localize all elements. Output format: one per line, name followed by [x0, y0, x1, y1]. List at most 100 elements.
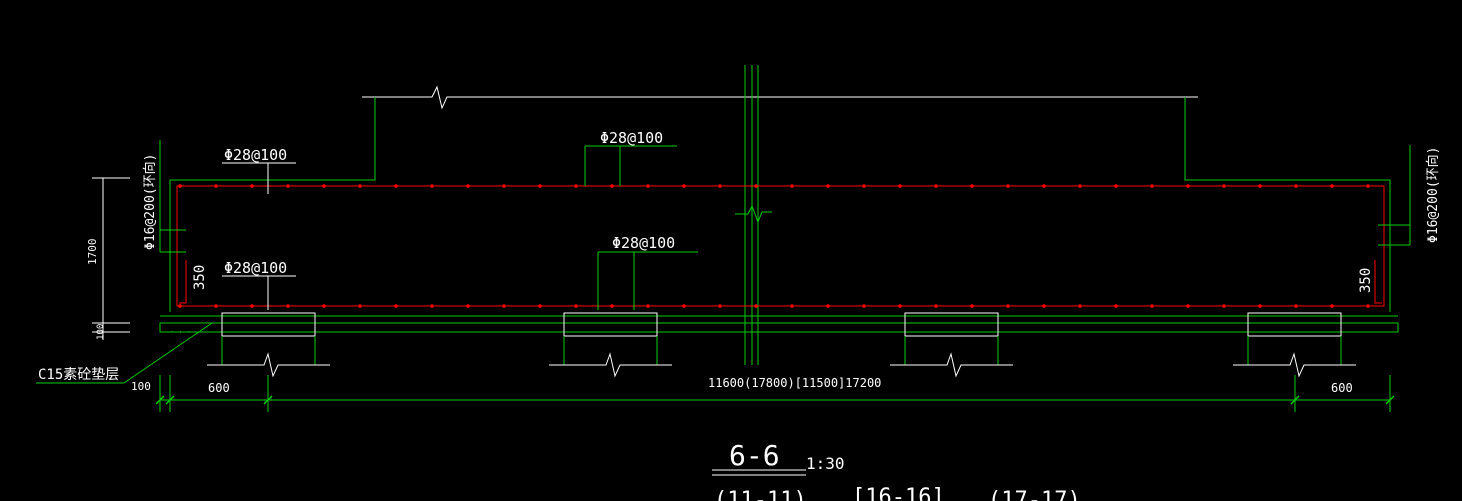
rebar-dot — [538, 304, 542, 308]
base-dim-label: 100 — [96, 324, 106, 340]
rebar-dot — [394, 304, 398, 308]
rebar-dot — [178, 304, 182, 308]
rebar-dot — [178, 184, 182, 188]
side-rebar-right-label: Φ16@200(环向) — [1425, 147, 1441, 243]
rebar-dot — [682, 304, 686, 308]
rebar-dot — [286, 304, 290, 308]
rebar-dot — [1294, 184, 1298, 188]
support-right — [1233, 312, 1356, 378]
leader-lines — [36, 140, 1411, 384]
support-left — [207, 312, 330, 378]
rebar-cage — [176, 185, 1385, 307]
rebar-dot — [1222, 304, 1226, 308]
rebar-dots — [178, 184, 1370, 308]
rebar-dot — [1150, 304, 1154, 308]
rebar-dot — [898, 184, 902, 188]
rebar-dot — [610, 304, 614, 308]
height-dim-label: 1700 — [86, 239, 99, 266]
rebar-dot — [790, 184, 794, 188]
rebar-dot — [862, 304, 866, 308]
rebar-dot — [286, 184, 290, 188]
cover-right-label: 350 — [1358, 268, 1374, 293]
rebar-dot — [394, 184, 398, 188]
beam-outline — [169, 97, 1391, 312]
cover-left-label: 350 — [192, 265, 208, 290]
side-rebar-left-label: Φ16@200(环向) — [142, 154, 158, 250]
section-sub-left: (11-11) — [714, 488, 807, 501]
rebar-top-center-label: Φ28@100 — [600, 129, 663, 147]
rebar-dot — [1114, 304, 1118, 308]
rebar-dot — [970, 304, 974, 308]
rebar-dot — [214, 184, 218, 188]
section-scale: 1:30 — [806, 454, 845, 473]
rebar-dot — [1078, 184, 1082, 188]
rebar-dot — [970, 184, 974, 188]
rebar-dot — [754, 184, 758, 188]
rebar-dot — [646, 184, 650, 188]
rebar-dot — [1042, 304, 1046, 308]
dim-left-offset-label: 100 — [131, 380, 151, 393]
support-2 — [549, 312, 672, 378]
rebar-dot — [718, 184, 722, 188]
rebar-top-left-label: Φ28@100 — [224, 146, 287, 164]
section-title: 6-6 — [729, 439, 780, 472]
rebar-dot — [826, 184, 830, 188]
rebar-dot — [1258, 184, 1262, 188]
rebar-dot — [358, 184, 362, 188]
section-sub-right: (17-17) — [988, 488, 1081, 501]
rebar-dot — [1078, 304, 1082, 308]
rebar-dot — [934, 304, 938, 308]
rebar-dot — [430, 304, 434, 308]
rebar-dot — [1006, 304, 1010, 308]
rebar-dot — [574, 184, 578, 188]
rebar-dot — [682, 184, 686, 188]
rebar-dot — [718, 304, 722, 308]
rebar-dot — [538, 184, 542, 188]
rebar-dot — [934, 184, 938, 188]
dim-right-width-label: 600 — [1331, 381, 1353, 395]
support-3 — [890, 312, 1013, 378]
rebar-dot — [502, 304, 506, 308]
rebar-dot — [1186, 304, 1190, 308]
rebar-dot — [1258, 304, 1262, 308]
rebar-dot — [1150, 184, 1154, 188]
dim-left-width-label: 600 — [208, 381, 230, 395]
rebar-dot — [1366, 184, 1370, 188]
rebar-dot — [1294, 304, 1298, 308]
cushion-layer: . . . — [159, 315, 1399, 334]
rebar-dot — [754, 304, 758, 308]
rebar-dot — [790, 304, 794, 308]
rebar-dot — [862, 184, 866, 188]
rebar-dot — [466, 184, 470, 188]
rebar-dot — [502, 184, 506, 188]
left-vertical-dimension — [92, 177, 130, 340]
rebar-dot — [214, 304, 218, 308]
horizontal-dimension — [155, 375, 1395, 412]
section-title-block: 6-6 1:30 (11-11) [16-16] (17-17) — [712, 439, 1081, 501]
svg-text:. . .: . . . — [170, 326, 191, 334]
rebar-dot — [1222, 184, 1226, 188]
rebar-dot — [358, 304, 362, 308]
top-slab-outline — [362, 85, 1198, 110]
rebar-dot — [1330, 304, 1334, 308]
dim-span-label: 11600(17800)[11500]17200 — [708, 376, 881, 390]
rebar-dot — [1042, 184, 1046, 188]
rebar-dot — [646, 304, 650, 308]
center-break-lines — [735, 65, 772, 365]
rebar-dot — [610, 184, 614, 188]
rebar-dot — [898, 304, 902, 308]
rebar-dot — [322, 184, 326, 188]
rebar-dot — [1186, 184, 1190, 188]
section-sub-mid: [16-16] — [852, 485, 945, 501]
rebar-dot — [250, 184, 254, 188]
rebar-dot — [1114, 184, 1118, 188]
rebar-dot — [430, 184, 434, 188]
rebar-bottom-center-label: Φ28@100 — [612, 234, 675, 252]
rebar-dot — [1006, 184, 1010, 188]
rebar-dot — [322, 304, 326, 308]
rebar-dot — [1366, 304, 1370, 308]
rebar-dot — [250, 304, 254, 308]
rebar-dot — [826, 304, 830, 308]
rebar-bottom-left-label: Φ28@100 — [224, 259, 287, 277]
